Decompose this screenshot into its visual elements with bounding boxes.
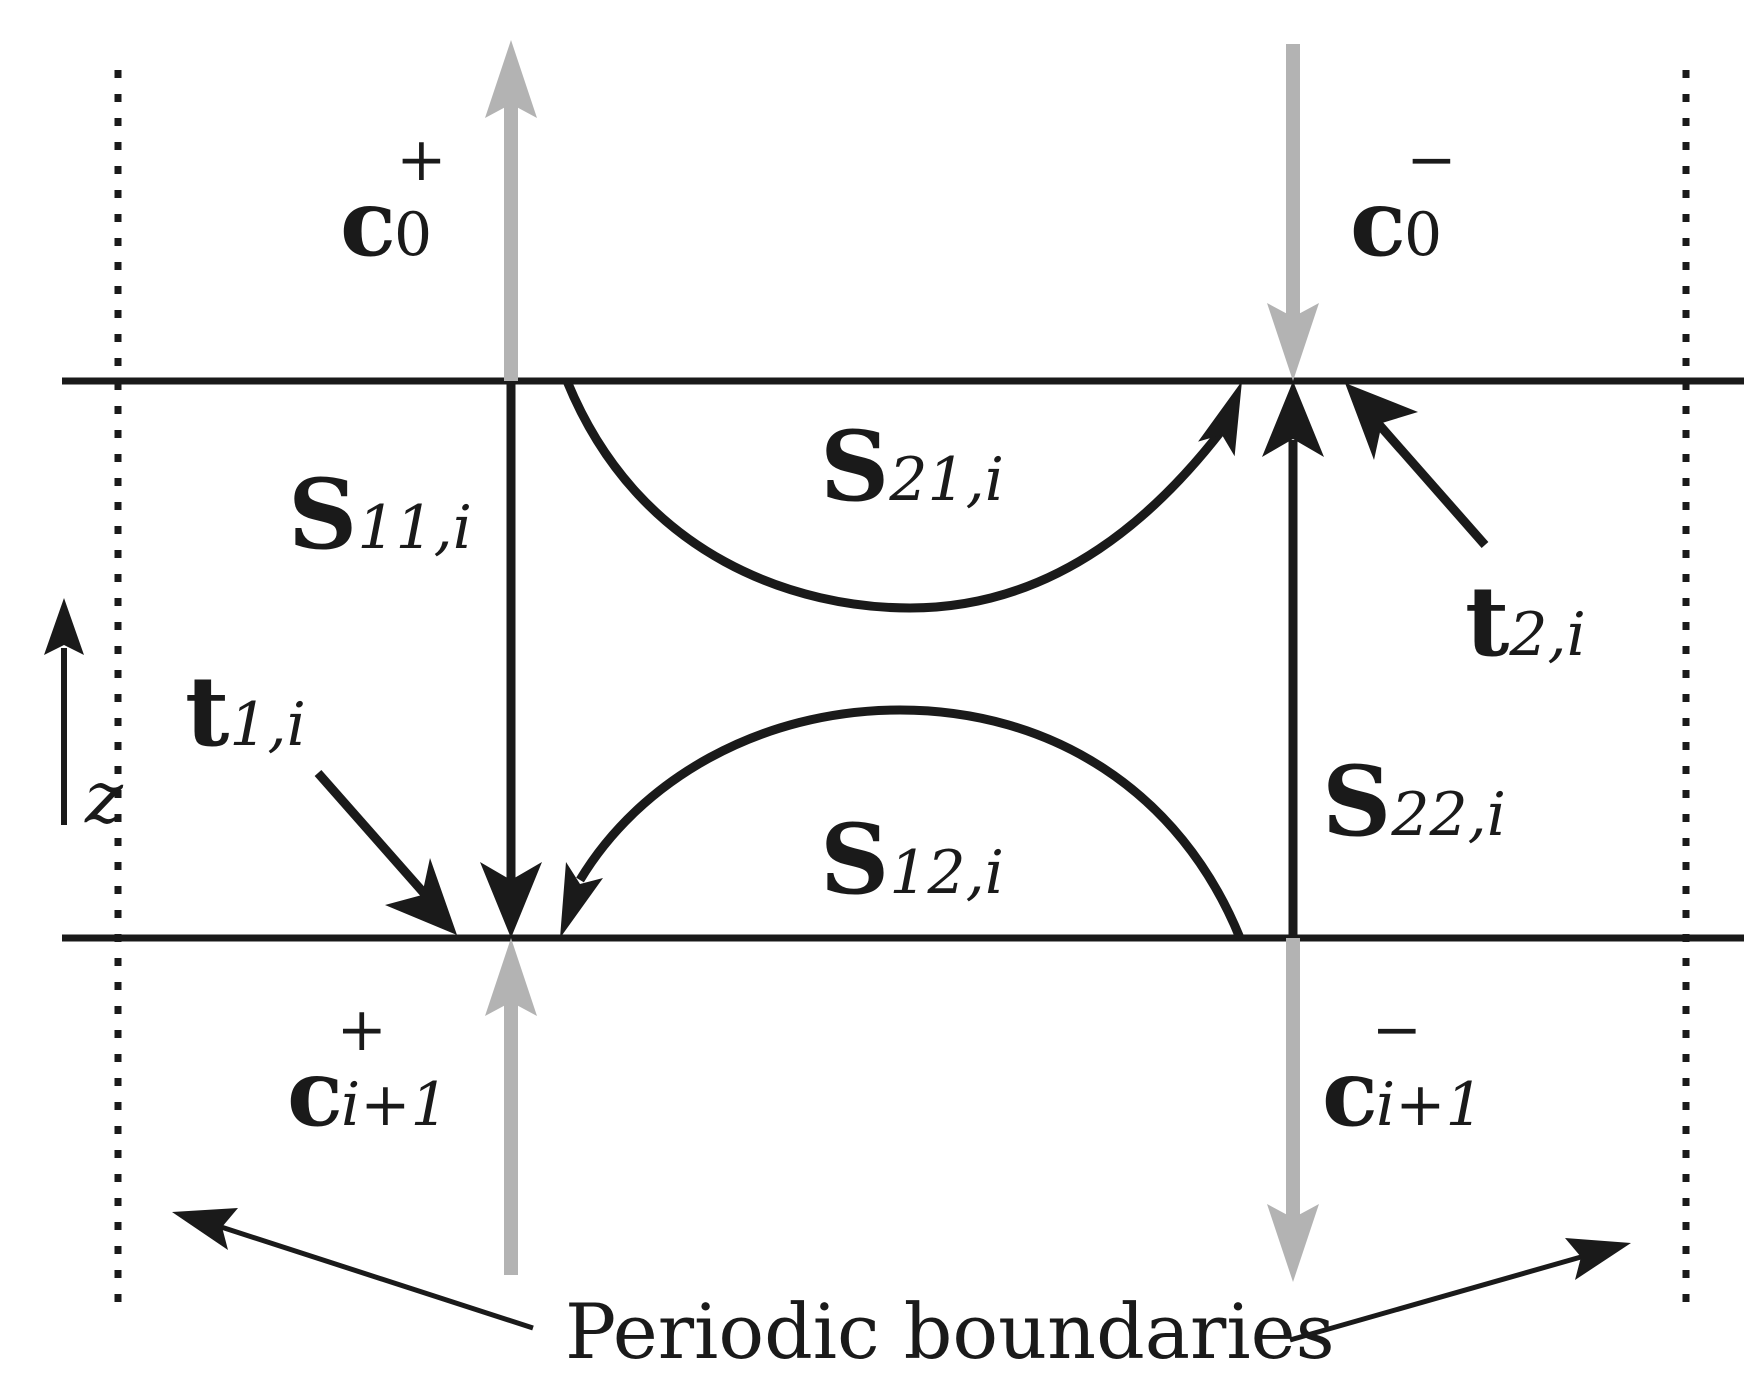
gray-arrow-ci1-plus (485, 938, 537, 1275)
label-s21: S21,i (820, 410, 1004, 523)
label-c0-plus: c0+ (340, 125, 447, 277)
arrow-t1 (314, 770, 457, 935)
gray-arrow-c0-plus (485, 40, 537, 381)
z-axis-arrow (44, 598, 84, 825)
label-t2: t2,i (1465, 565, 1586, 678)
label-c0-minus: c0− (1350, 125, 1457, 277)
label-ci1-plus: ci+1+ (287, 995, 449, 1147)
label-s22: S22,i (1322, 745, 1506, 858)
arrow-s21 (562, 379, 1242, 613)
periodic-pointer-right (1289, 1238, 1631, 1343)
gray-arrow-c0-minus (1267, 44, 1319, 381)
label-periodic-boundaries: Periodic boundaries (565, 1287, 1335, 1376)
arrow-s11 (480, 381, 542, 938)
label-t1: t1,i (185, 655, 306, 768)
gray-arrow-ci1-minus (1267, 938, 1319, 1282)
arrow-t2 (1345, 383, 1489, 548)
arrow-s22 (1262, 381, 1324, 938)
arrow-s12 (560, 705, 1245, 940)
label-ci1-minus: ci+1− (1322, 995, 1484, 1147)
label-s11: S11,i (288, 458, 472, 571)
periodic-pointer-left (172, 1208, 534, 1331)
label-z-axis: z (84, 755, 124, 839)
label-s12: S12,i (820, 803, 1004, 916)
